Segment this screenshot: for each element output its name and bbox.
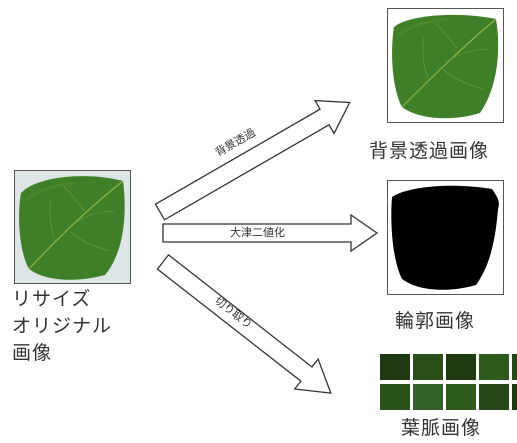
source-label-line-3: 画像 [12,342,53,364]
source-label-line-1: リサイズ [12,288,92,310]
vein-label: 葉脈画像 [401,417,482,439]
arrow-otsu [162,213,379,253]
vein-tile [512,384,517,410]
arrow-background-removal [154,99,351,221]
vein-tile [512,354,517,380]
vein-tile [479,384,509,410]
vein-tile [413,384,443,410]
background-removed-label: 背景透過画像 [369,140,490,162]
vein-tile [380,384,410,410]
source-label: リサイズ オリジナル 画像 [12,286,112,367]
vein-tile [446,354,476,380]
vein-tile [380,354,410,380]
contour-image [387,180,504,295]
arrow-label-otsu: 大津二値化 [230,226,285,239]
vein-tile [446,384,476,410]
vein-tile [413,354,443,380]
source-leaf-image [14,170,131,284]
arrow-crop [156,253,332,394]
contour-label: 輪郭画像 [395,310,476,332]
source-label-line-2: オリジナル [12,315,113,337]
background-removed-image [387,8,504,123]
vein-tile [479,354,509,380]
